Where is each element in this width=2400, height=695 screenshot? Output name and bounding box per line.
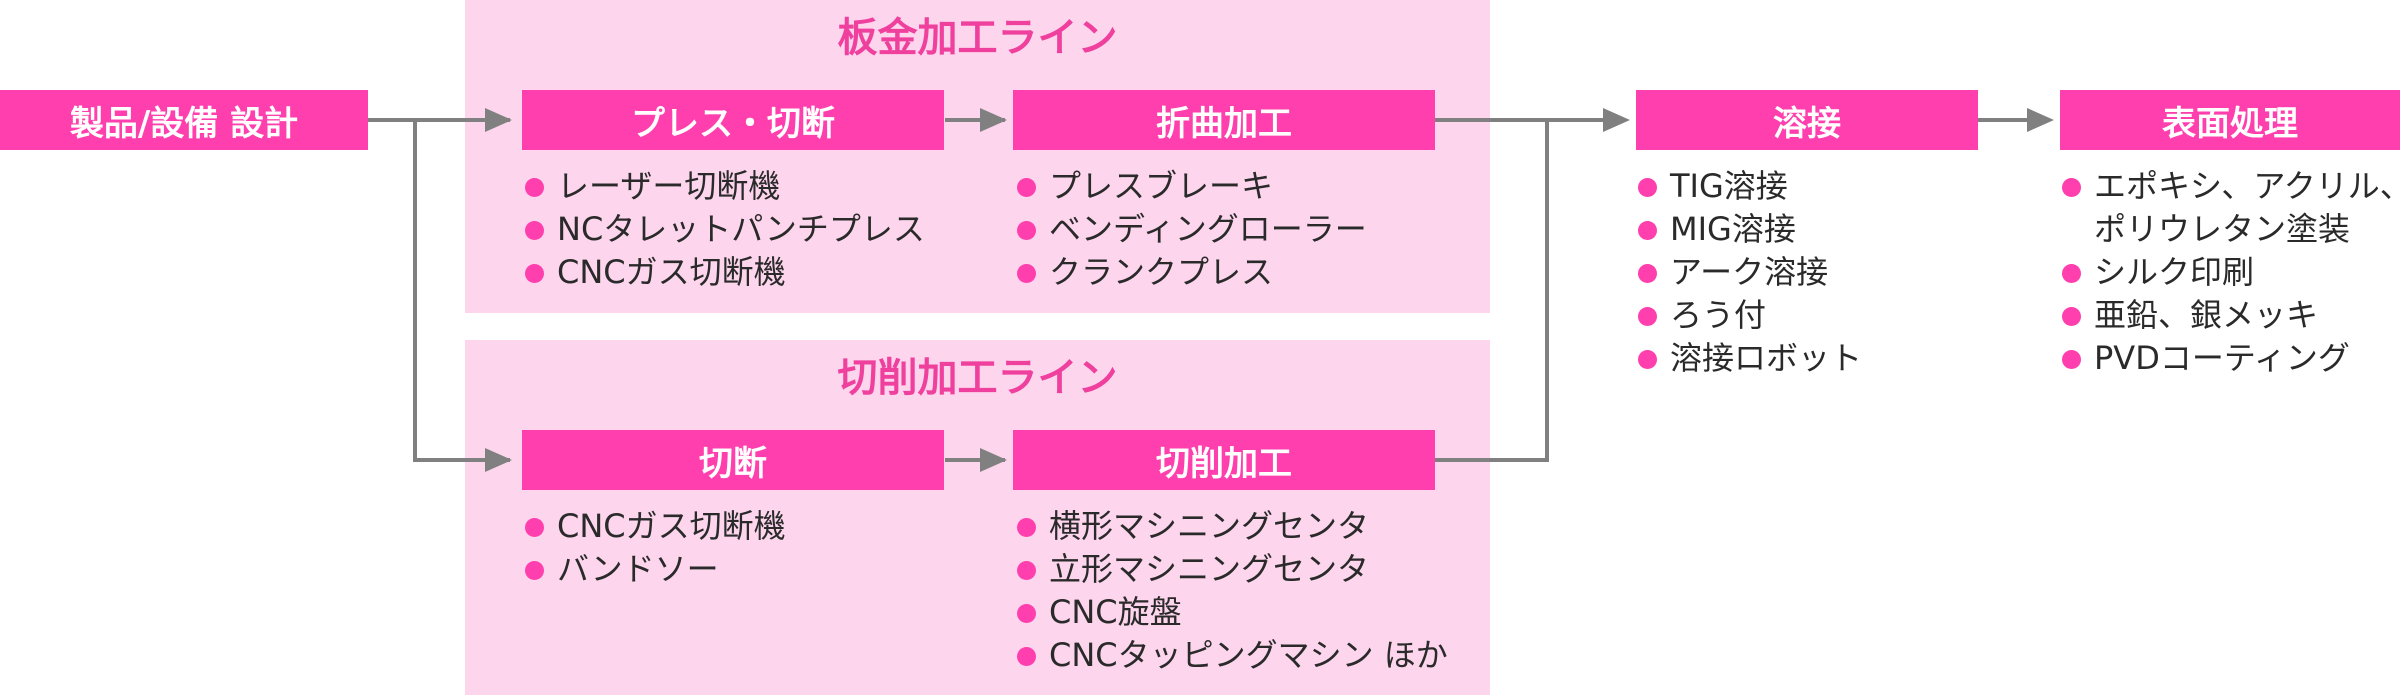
press-cutting-box: プレス・切断 xyxy=(522,90,944,150)
bending-box: 折曲加工 xyxy=(1013,90,1435,150)
list-item: TIG溶接 xyxy=(1638,165,1862,208)
line-machining-merge xyxy=(1435,120,1549,462)
list-item: 立形マシニングセンタ xyxy=(1017,548,1448,591)
sheet-metal-line-panel: 板金加工ライン xyxy=(465,0,1490,313)
list-item: 横形マシニングセンタ xyxy=(1017,505,1448,548)
arrowhead-welding xyxy=(1603,108,1630,132)
bending-list: プレスブレーキ ベンディングローラー クランクプレス xyxy=(1017,165,1367,294)
press-cutting-list: レーザー切断機 NCタレットパンチプレス CNCガス切断機 xyxy=(525,165,925,294)
list-item: CNCタッピングマシン ほか xyxy=(1017,634,1448,677)
arrowhead-press xyxy=(485,108,512,132)
list-item: MIG溶接 xyxy=(1638,208,1862,251)
arrowhead-machining xyxy=(980,448,1007,472)
surface-treatment-list: エポキシ、アクリル、 ポリウレタン塗装 シルク印刷 亜鉛、銀メッキ PVDコーテ… xyxy=(2062,165,2400,380)
welding-list: TIG溶接 MIG溶接 アーク溶接 ろう付 溶接ロボット xyxy=(1638,165,1862,380)
list-item: ろう付 xyxy=(1638,294,1862,337)
list-item: レーザー切断機 xyxy=(525,165,925,208)
list-item: 亜鉛、銀メッキ xyxy=(2062,294,2400,337)
list-item: バンドソー xyxy=(525,548,786,591)
sheet-metal-line-title: 板金加工ライン xyxy=(837,15,1118,61)
arrowhead-surface xyxy=(2027,108,2054,132)
cutting-list: CNCガス切断機 バンドソー xyxy=(525,505,786,591)
arrowhead-bending xyxy=(980,108,1007,132)
list-item: アーク溶接 xyxy=(1638,251,1862,294)
cutting-line-title: 切削加工ライン xyxy=(837,355,1118,401)
cutting-box: 切断 xyxy=(522,430,944,490)
list-item: PVDコーティング xyxy=(2062,337,2400,380)
list-item-continuation: ポリウレタン塗装 xyxy=(2094,210,2351,248)
list-item: CNCガス切断機 xyxy=(525,505,786,548)
list-item: プレスブレーキ xyxy=(1017,165,1367,208)
machining-list: 横形マシニングセンタ 立形マシニングセンタ CNC旋盤 CNCタッピングマシン … xyxy=(1017,505,1448,677)
list-item: シルク印刷 xyxy=(2062,251,2400,294)
list-item: 溶接ロボット xyxy=(1638,337,1862,380)
machining-box: 切削加工 xyxy=(1013,430,1435,490)
list-item: ベンディングローラー xyxy=(1017,208,1367,251)
arrowhead-cutting xyxy=(485,448,512,472)
product-design-box: 製品/設備 設計 xyxy=(0,90,368,150)
list-item: NCタレットパンチプレス xyxy=(525,208,925,251)
list-item: クランクプレス xyxy=(1017,251,1367,294)
surface-treatment-box: 表面処理 xyxy=(2060,90,2400,150)
cutting-line-panel: 切削加工ライン xyxy=(465,340,1490,695)
list-item: CNCガス切断機 xyxy=(525,251,925,294)
list-item: エポキシ、アクリル、 xyxy=(2062,165,2400,208)
welding-box: 溶接 xyxy=(1636,90,1978,150)
arrow-start-to-cutting xyxy=(413,120,510,462)
list-item: CNC旋盤 xyxy=(1017,591,1448,634)
